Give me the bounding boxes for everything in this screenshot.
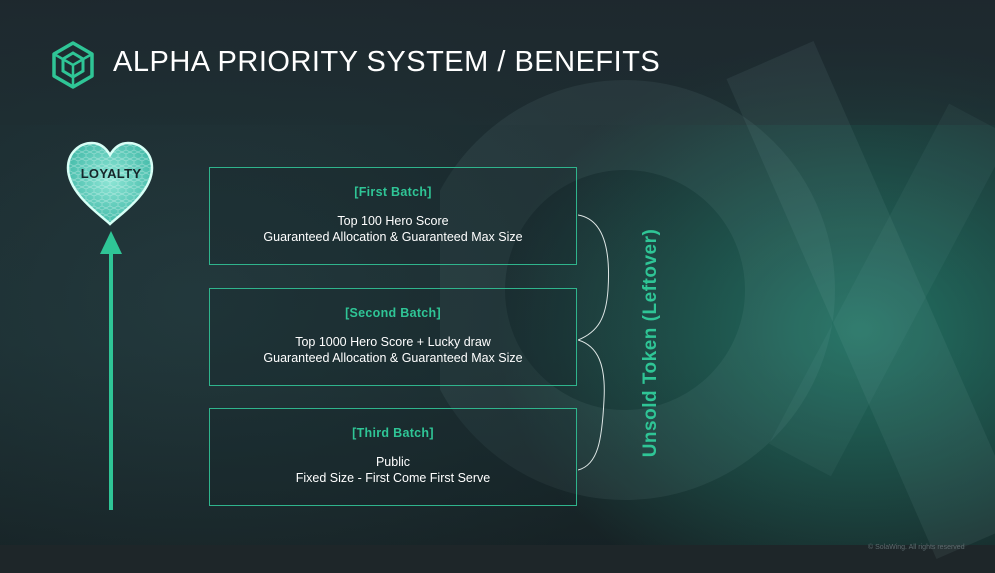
batch-card-first: [First Batch] Top 100 Hero Score Guarant…	[209, 167, 577, 265]
hexagon-logo-icon	[52, 41, 94, 89]
page-title: ALPHA PRIORITY SYSTEM / BENEFITS	[113, 46, 661, 78]
heart-icon	[66, 141, 154, 226]
arrow-up-icon	[100, 231, 122, 510]
unsold-token-label: Unsold Token (Leftover)	[640, 228, 661, 458]
batch-heading: [Second Batch]	[345, 306, 441, 320]
footer-band	[0, 545, 995, 573]
batch-criteria: Top 1000 Hero Score + Lucky draw	[295, 335, 491, 349]
batch-criteria: Top 100 Hero Score	[337, 214, 449, 228]
batch-allocation: Fixed Size - First Come First Serve	[295, 471, 491, 485]
batch-heading: [Third Batch]	[352, 426, 434, 440]
batch-allocation: Guaranteed Allocation & Guaranteed Max S…	[263, 230, 523, 244]
batch-card-second: [Second Batch] Top 1000 Hero Score + Luc…	[209, 288, 577, 386]
header-band	[0, 0, 995, 125]
batch-heading: [First Batch]	[354, 185, 432, 199]
batch-allocation: Guaranteed Allocation & Guaranteed Max S…	[263, 351, 523, 365]
loyalty-label: LOYALTY	[80, 166, 142, 181]
copyright-notice: © SolaWing. All rights reserved	[868, 544, 965, 551]
bracket-connector	[578, 214, 610, 471]
batch-card-third: [Third Batch] Public Fixed Size - First …	[209, 408, 577, 506]
batch-criteria: Public	[375, 455, 411, 469]
